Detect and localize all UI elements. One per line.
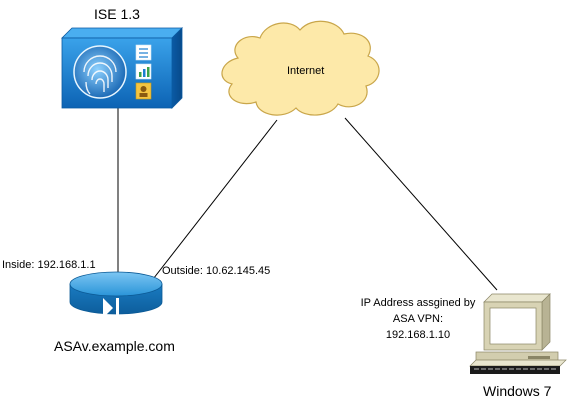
- link-asa-internet: [149, 119, 278, 284]
- link-internet-client: [344, 117, 498, 291]
- windows-pc-icon: [469, 293, 567, 374]
- client-ip-line-2: ASA VPN:: [392, 313, 444, 325]
- asa-hostname: ASAv.example.com: [54, 338, 175, 354]
- ise-appliance-icon: [61, 27, 183, 109]
- client-os-label: Windows 7: [483, 383, 552, 399]
- internet-cloud-icon: [221, 20, 380, 116]
- ise-title: ISE 1.3: [94, 6, 140, 22]
- asa-router-icon: [69, 271, 163, 318]
- asa-inside-label: Inside: 192.168.1.1: [2, 259, 96, 271]
- internet-label: Internet: [287, 65, 325, 77]
- client-ip-line-1: IP Address assgined by: [360, 297, 476, 309]
- asa-outside-label: Outside: 10.62.145.45: [162, 265, 271, 277]
- client-ip-address: 192.168.1.10: [385, 329, 451, 341]
